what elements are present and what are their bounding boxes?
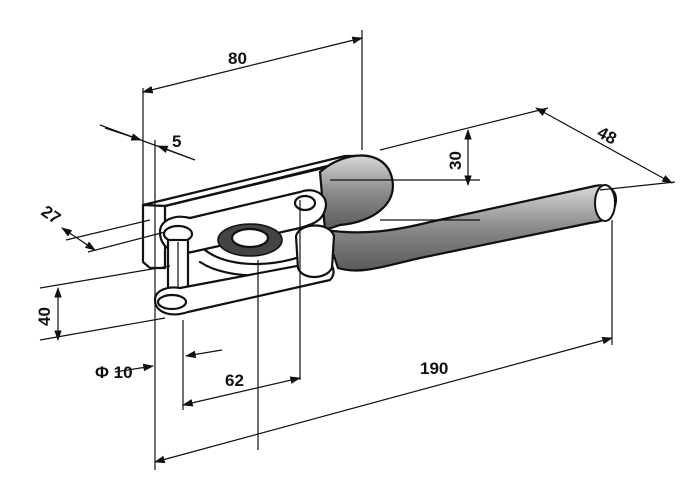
handle-end-cap [594, 184, 616, 222]
window-handle-part [141, 154, 618, 316]
dim-190-line [153, 336, 614, 464]
dim-27-label: 27 [38, 202, 64, 228]
dim-48-label: 48 [594, 123, 620, 149]
dim-80-line [141, 36, 364, 94]
hub-body [318, 154, 394, 232]
dim-27-line [61, 227, 96, 251]
dim-62-label: 62 [225, 371, 244, 390]
dim-48-line [535, 107, 673, 184]
dim-190-label: 190 [420, 359, 448, 378]
dim-diameter-10-label: Φ 10 [95, 363, 133, 382]
dim-80-label: 80 [228, 49, 247, 68]
dim-5-label: 5 [172, 132, 181, 151]
dim-40-label: 40 [35, 307, 54, 326]
dimension-lines [39, 30, 676, 470]
dim-30-label: 30 [446, 151, 465, 170]
